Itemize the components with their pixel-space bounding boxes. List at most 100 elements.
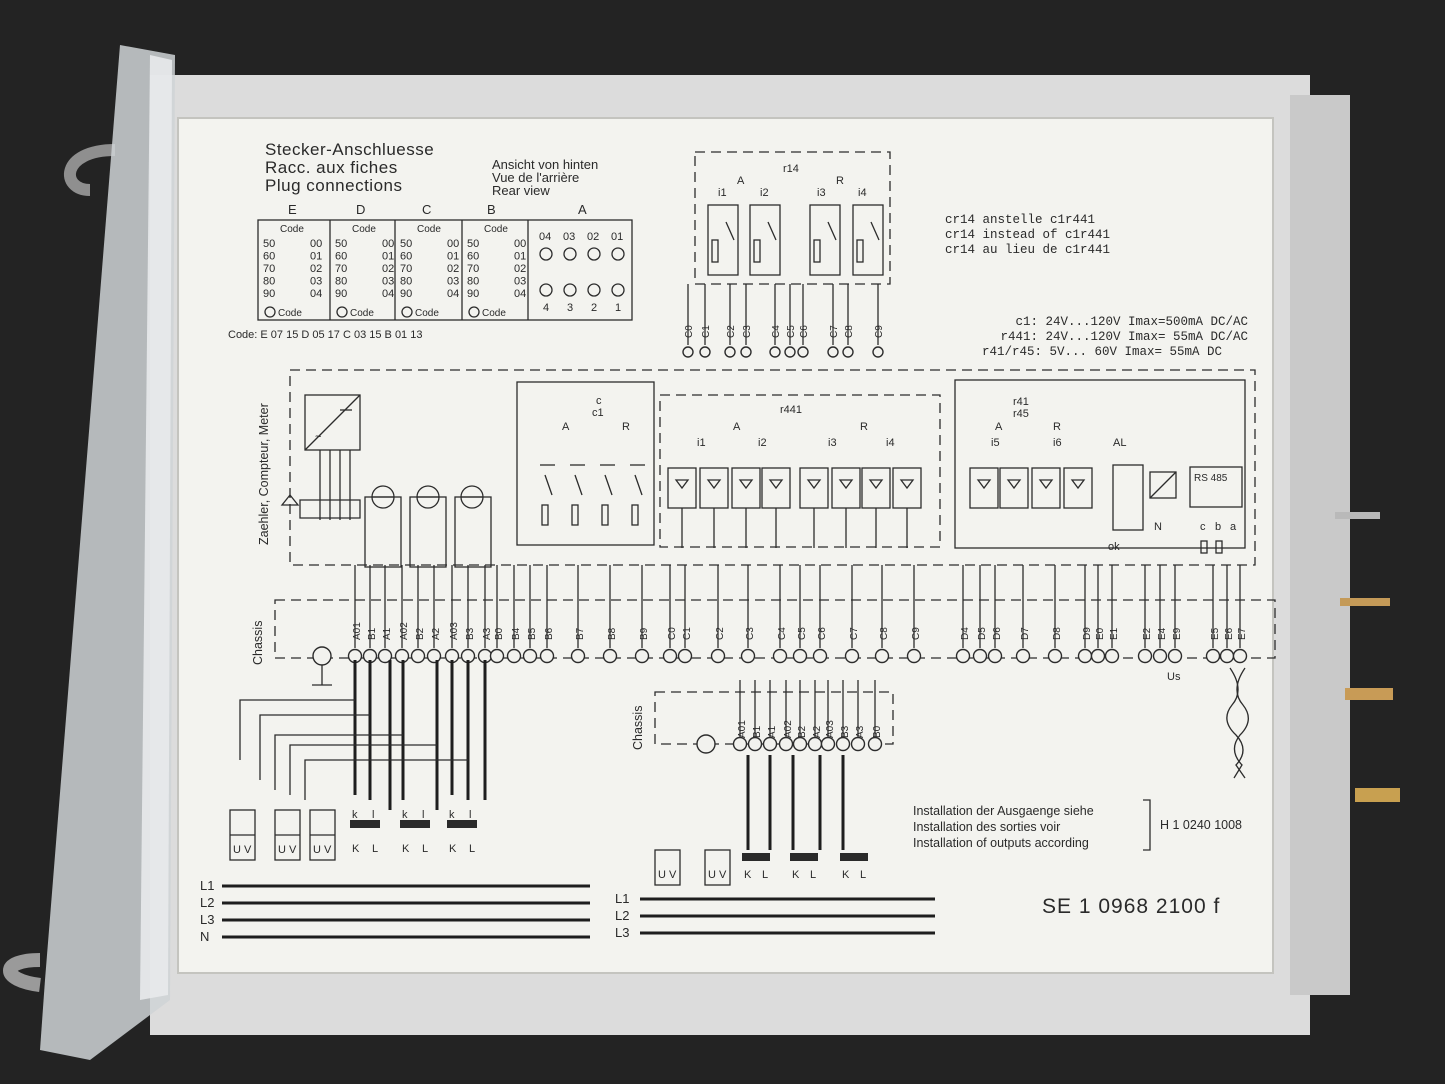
main-terminal <box>972 648 988 664</box>
main-terminal <box>1232 648 1248 664</box>
main-terminal-label: A03 <box>449 622 460 640</box>
main-terminal <box>1077 648 1093 664</box>
svg-text:~: ~ <box>315 431 321 443</box>
current-transformer <box>447 820 477 828</box>
main-terminal-label: E2 <box>1142 627 1153 640</box>
r14-terminal-label: C0 <box>684 325 695 338</box>
col-D: D <box>356 202 365 217</box>
code-row-right: 01 <box>310 251 322 263</box>
main-terminal-label: C9 <box>911 627 922 640</box>
ct-sensor-3 <box>454 485 492 568</box>
code-row-left: 50 <box>467 238 479 250</box>
code-key-icon <box>468 306 480 318</box>
title-en: Plug connections <box>265 176 402 195</box>
pt2-U-label: U <box>658 869 666 881</box>
main-terminal-label: D9 <box>1082 627 1093 640</box>
col-B: B <box>487 202 496 217</box>
view-fr: Vue de l'arrière <box>492 170 579 185</box>
lower-terminal <box>820 736 836 752</box>
code-header: Code <box>352 224 376 235</box>
main-terminal <box>489 648 505 664</box>
main-terminal-label: B0 <box>494 627 505 640</box>
code-row-right: 03 <box>514 276 526 288</box>
r14-i1: i1 <box>718 187 727 199</box>
line2-L3: L3 <box>615 925 629 940</box>
main-terminal-label: A01 <box>352 622 363 640</box>
r14-terminal-label: C1 <box>701 325 712 338</box>
col-C: C <box>422 202 431 217</box>
lower-terminal-label: B2 <box>797 725 808 738</box>
ct-l-label: l <box>422 809 424 821</box>
code-row-left: 90 <box>467 288 479 300</box>
code-row-left: 60 <box>335 251 347 263</box>
chassis-label-2: Chassis <box>631 706 645 750</box>
chassis-ground-terminal <box>312 646 332 666</box>
pt-U-label: U <box>313 844 321 856</box>
main-terminal <box>1047 648 1063 664</box>
r41-A: A <box>995 421 1003 433</box>
rear-pin-2 <box>1340 598 1390 606</box>
rs485-b: b <box>1215 521 1221 533</box>
main-terminal <box>506 648 522 664</box>
code-row-left: 70 <box>263 263 275 275</box>
main-terminal <box>1167 648 1183 664</box>
lower-terminal-label: B1 <box>752 725 763 738</box>
current-transformer <box>350 820 380 828</box>
main-terminal-label: B5 <box>527 627 538 640</box>
main-terminal <box>792 648 808 664</box>
main-terminal <box>410 648 426 664</box>
code-row-left: 50 <box>335 238 347 250</box>
c-relay-coil <box>631 504 639 526</box>
r14-R: R <box>836 175 844 187</box>
handle-bottom <box>3 953 42 992</box>
rear-pin-1 <box>1335 512 1380 519</box>
r14-relay <box>852 204 884 276</box>
r14-relay <box>809 204 841 276</box>
main-terminal <box>662 648 678 664</box>
code-row-left: 80 <box>467 276 479 288</box>
main-terminal <box>602 648 618 664</box>
lower-terminal <box>867 736 883 752</box>
alarm-relay <box>1112 464 1144 531</box>
main-terminal-label: E1 <box>1109 627 1120 640</box>
ct-sensor-1 <box>364 485 402 568</box>
c-relay-coil <box>571 504 579 526</box>
meter-transducer <box>304 394 361 451</box>
pt-V-label: V <box>289 844 297 856</box>
main-terminal <box>377 648 393 664</box>
r41-i5: i5 <box>991 437 1000 449</box>
install-fr: Installation des sorties voir <box>913 820 1060 834</box>
chassis-label: Chassis <box>251 621 265 665</box>
code-row-right: 04 <box>447 288 459 300</box>
voltage-transformer-2 <box>654 849 681 886</box>
lower-terminal-label: B0 <box>872 725 883 738</box>
code-row-right: 00 <box>310 238 322 250</box>
r41-i6: i6 <box>1053 437 1062 449</box>
code-row-left: 60 <box>263 251 275 263</box>
main-terminal-label: D4 <box>960 627 971 640</box>
view-de: Ansicht von hinten <box>492 157 598 172</box>
c1-label: c1 <box>592 407 604 419</box>
main-terminal <box>1152 648 1168 664</box>
r14-label: r14 <box>783 163 799 175</box>
rs485-module <box>1189 466 1243 508</box>
code-footer: Code <box>482 308 506 319</box>
title-fr: Racc. aux fiches <box>265 158 398 177</box>
main-terminal <box>740 648 756 664</box>
spec-r441: r441: 24V...120V Imax= 55mA DC/AC <box>1000 330 1248 344</box>
current-transformer <box>400 820 430 828</box>
ct-L-label: L <box>372 843 378 855</box>
r41-box <box>954 379 1246 549</box>
r14-terminal-label: C9 <box>874 325 885 338</box>
main-terminal <box>634 648 650 664</box>
code-row-right: 00 <box>382 238 394 250</box>
rear-pin-3 <box>1345 688 1393 700</box>
a-pin-top-label: 03 <box>563 231 575 243</box>
main-schematic: Zaehler, Compteur, Meter ~ c c1 A R <box>251 369 1276 779</box>
r14-A: A <box>737 175 745 187</box>
r41-optocoupler <box>1063 467 1093 509</box>
doc-number: SE 1 0968 2100 f <box>1042 895 1220 918</box>
